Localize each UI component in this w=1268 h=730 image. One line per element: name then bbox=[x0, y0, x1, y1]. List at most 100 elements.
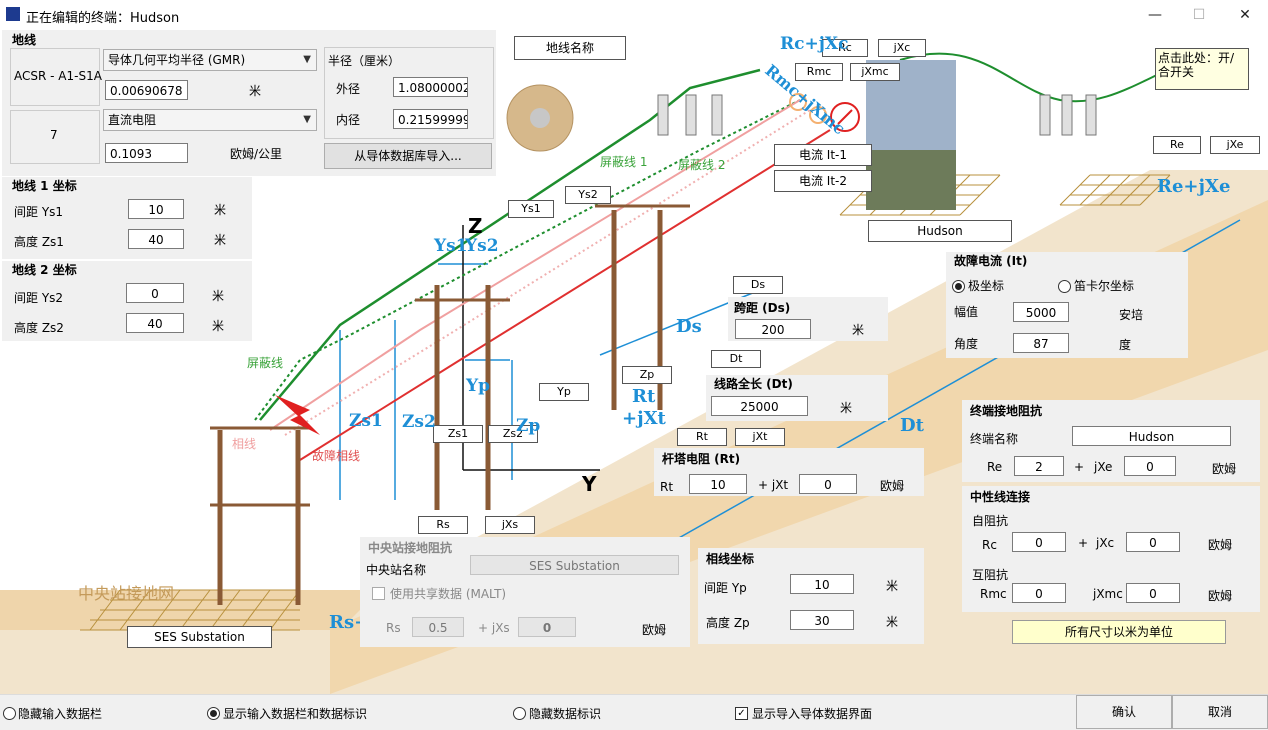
ground-wire-panel: 地线 ACSR - A1-S1A 7 导体几何平均半径 (GMR)▼ 0.006… bbox=[2, 30, 496, 176]
rc-input[interactable]: 0 bbox=[1012, 532, 1066, 552]
jxe-input[interactable]: 0 bbox=[1124, 456, 1176, 476]
zs1-label: 高度 Zs1 bbox=[14, 235, 64, 249]
shield-wire-2-label: 屏蔽线 2 bbox=[678, 158, 726, 172]
hide-input-radio[interactable] bbox=[3, 707, 16, 720]
gw2-panel: 地线 2 坐标 间距 Ys2 0 米 高度 Zs2 40 米 bbox=[2, 261, 252, 341]
gmr-unit: 米 bbox=[249, 84, 262, 98]
fault-flash-icon bbox=[275, 395, 320, 435]
zs2-tag[interactable]: Zs2 bbox=[488, 425, 538, 443]
span-unit: 米 bbox=[852, 323, 865, 337]
line-length-heading: 线路全长 (Dt) bbox=[714, 377, 793, 391]
zs2-unit: 米 bbox=[212, 319, 225, 333]
ys1-tag[interactable]: Ys1 bbox=[508, 200, 554, 218]
span-input[interactable]: 200 bbox=[735, 319, 811, 339]
rs-jxs-label: Rs+ bbox=[329, 612, 370, 633]
ys2-tag[interactable]: Ys2 bbox=[565, 186, 611, 204]
rc-label-field: Rc bbox=[982, 538, 997, 552]
malt-checkbox[interactable] bbox=[372, 587, 385, 600]
jxt-input[interactable]: 0 bbox=[799, 474, 857, 494]
central-unit: 欧姆 bbox=[642, 623, 667, 637]
zs2-label: 高度 Zs2 bbox=[14, 321, 64, 335]
rs-input[interactable]: 0.5 bbox=[412, 617, 464, 637]
ground-wire-name-tag[interactable]: 地线名称 bbox=[514, 36, 626, 60]
jxt-tag[interactable]: jXt bbox=[735, 428, 785, 446]
show-import-checkbox[interactable]: ✓ bbox=[735, 707, 748, 720]
jxe-tag[interactable]: jXe bbox=[1210, 136, 1260, 154]
hide-labels-label: 隐藏数据标识 bbox=[529, 707, 602, 721]
re-tag[interactable]: Re bbox=[1153, 136, 1201, 154]
zp-tag[interactable]: Zp bbox=[622, 366, 672, 384]
phase-coord-panel: 相线坐标 间距 Yp 10 米 高度 Zp 30 米 bbox=[698, 548, 924, 644]
ok-button[interactable]: 确认 bbox=[1076, 695, 1172, 729]
title-bar: 正在编辑的终端：Hudson — ☐ ✕ bbox=[0, 0, 1268, 30]
neutral-heading: 中性线连接 bbox=[970, 490, 1031, 504]
cancel-button[interactable]: 取消 bbox=[1172, 695, 1268, 729]
zp-input[interactable]: 30 bbox=[790, 610, 854, 630]
rmc-tag[interactable]: Rmc bbox=[795, 63, 843, 81]
jxs-tag[interactable]: jXs bbox=[485, 516, 535, 534]
faulted-phase-label: 故障相线 bbox=[312, 449, 361, 463]
ys1-input[interactable]: 10 bbox=[128, 199, 184, 219]
jxc-input[interactable]: 0 bbox=[1126, 532, 1180, 552]
terminal-name-input[interactable]: Hudson bbox=[1072, 426, 1231, 446]
outer-radius-input[interactable]: 1.08000002 bbox=[393, 77, 468, 97]
jxmc-input[interactable]: 0 bbox=[1126, 583, 1180, 603]
yp-input[interactable]: 10 bbox=[790, 574, 854, 594]
ses-substation-tag[interactable]: SES Substation bbox=[127, 626, 272, 648]
rc-tag[interactable]: Rc bbox=[822, 39, 868, 57]
property-select[interactable]: 导体几何平均半径 (GMR)▼ bbox=[103, 49, 317, 71]
rt-input[interactable]: 10 bbox=[689, 474, 747, 494]
re-label-field: Re bbox=[987, 460, 1003, 474]
switch-toggle-note[interactable]: 点击此处：开/合开关 bbox=[1155, 48, 1249, 90]
mutual-impedance-label: 互阻抗 bbox=[972, 568, 1009, 582]
neutral-panel: 中性线连接 自阻抗 Rc 0 + jXc 0 欧姆 互阻抗 Rmc 0 jXmc… bbox=[962, 486, 1260, 612]
terminal-unit: 欧姆 bbox=[1212, 462, 1237, 476]
jxs-input[interactable]: 0 bbox=[518, 617, 576, 637]
magnitude-input[interactable]: 5000 bbox=[1013, 302, 1069, 322]
re-input[interactable]: 2 bbox=[1014, 456, 1064, 476]
dt-tag[interactable]: Dt bbox=[711, 350, 761, 368]
zs2-input[interactable]: 40 bbox=[126, 313, 184, 333]
line-length-unit: 米 bbox=[840, 401, 853, 415]
import-from-database-button[interactable]: 从导体数据库导入... bbox=[324, 143, 492, 169]
current-it1-tag[interactable]: 电流 It-1 bbox=[774, 144, 872, 166]
angle-label: 角度 bbox=[954, 337, 979, 351]
central-name-input[interactable]: SES Substation bbox=[470, 555, 679, 575]
rs-label-field: Rs bbox=[386, 621, 401, 635]
substation-mesh bbox=[80, 589, 301, 631]
current-it2-tag[interactable]: 电流 It-2 bbox=[774, 170, 872, 192]
zs1-tag[interactable]: Zs1 bbox=[433, 425, 483, 443]
rmc-input[interactable]: 0 bbox=[1012, 583, 1066, 603]
gmr-input[interactable]: 0.00690678 bbox=[105, 80, 188, 100]
ds-tag[interactable]: Ds bbox=[733, 276, 783, 294]
shield-wire-1-label: 屏蔽线 1 bbox=[600, 155, 648, 169]
close-button[interactable]: ✕ bbox=[1239, 7, 1251, 23]
ys2-input[interactable]: 0 bbox=[126, 283, 184, 303]
show-input-radio[interactable] bbox=[207, 707, 220, 720]
rs-tag[interactable]: Rs bbox=[418, 516, 468, 534]
rt-tag[interactable]: Rt bbox=[677, 428, 727, 446]
zp-label-field: 高度 Zp bbox=[706, 616, 750, 630]
hudson-tag[interactable]: Hudson bbox=[868, 220, 1012, 242]
yp-tag[interactable]: Yp bbox=[539, 383, 589, 401]
ys1-label: 间距 Ys1 bbox=[14, 205, 64, 219]
jxmc-tag[interactable]: jXmc bbox=[850, 63, 900, 81]
hide-labels-radio[interactable] bbox=[513, 707, 526, 720]
line-length-input[interactable]: 25000 bbox=[711, 396, 808, 416]
resistance-select[interactable]: 直流电阻▼ bbox=[103, 109, 317, 131]
polar-radio[interactable] bbox=[952, 280, 965, 293]
maximize-button[interactable]: ☐ bbox=[1192, 7, 1206, 23]
show-import-label: 显示导入导体数据界面 bbox=[752, 707, 873, 721]
yp-dim-label: Yp bbox=[466, 376, 491, 396]
terminal-ground-panel: 终端接地阻抗 终端名称 Hudson Re 2 + jXe 0 欧姆 bbox=[962, 400, 1260, 482]
jxc-tag[interactable]: jXc bbox=[878, 39, 926, 57]
minimize-button[interactable]: — bbox=[1148, 7, 1162, 23]
resistance-input[interactable]: 0.1093 bbox=[105, 143, 188, 163]
angle-input[interactable]: 87 bbox=[1013, 333, 1069, 353]
yp-unit: 米 bbox=[886, 579, 899, 593]
inner-radius-input[interactable]: 0.21599999 bbox=[393, 109, 468, 129]
zs1-input[interactable]: 40 bbox=[128, 229, 184, 249]
units-note: 所有尺寸以米为单位 bbox=[1012, 620, 1226, 644]
inner-radius-label: 内径 bbox=[336, 113, 361, 127]
cartesian-radio[interactable] bbox=[1058, 280, 1071, 293]
